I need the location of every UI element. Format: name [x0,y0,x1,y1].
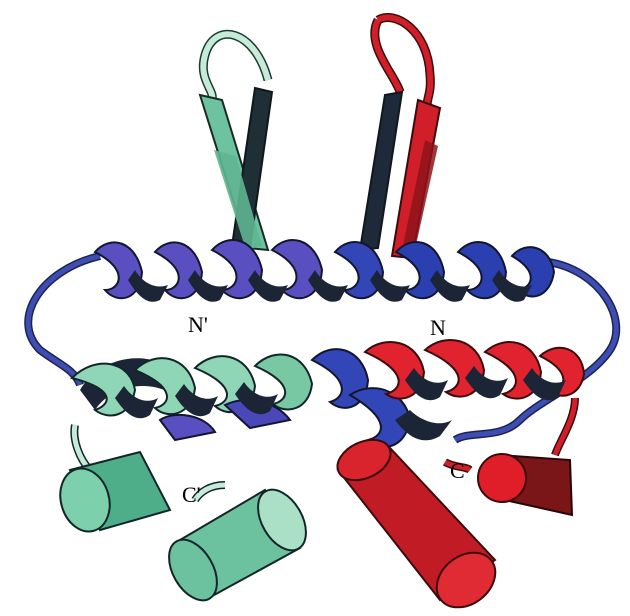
label-n: N [430,315,446,340]
label-c-prime: C' [182,482,201,507]
upper-helix [95,240,554,302]
red-cylinder-small [478,454,572,515]
red-beta-hairpin [360,17,440,258]
label-c: C [450,458,465,483]
red-cylinder-large [331,432,506,616]
green-beta-hairpin [200,34,272,250]
green-cylinder-small [53,452,170,537]
label-n-prime: N' [188,312,208,337]
